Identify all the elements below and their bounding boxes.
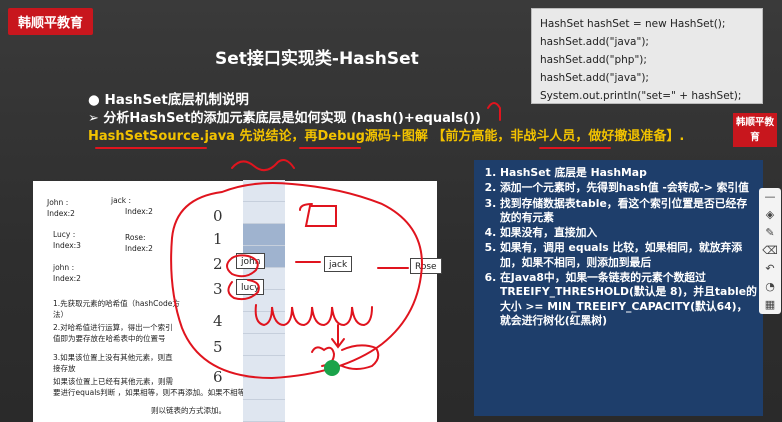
paper-text: jack : (111, 196, 132, 205)
table-slot (243, 312, 285, 334)
pen-icon[interactable]: ✎ (765, 226, 775, 239)
code-line: System.out.println("set=" + hashSet); (540, 90, 742, 102)
slide-title: Set接口实现类-HashSet (215, 49, 419, 69)
section-subheading: ➢ 分析HashSet的添加元素底层是如何实现 (hash()+equals()… (88, 111, 481, 126)
paper-text: 1.先获取元素的哈希值（hashCode方 (53, 299, 180, 308)
badge-text: 韩顺平教育 (735, 117, 774, 143)
highlight-note: HashSetSource.java 先说结论，再Debug源码+图解 【前方高… (88, 129, 685, 144)
section-heading: ● HashSet底层机制说明 (88, 92, 249, 108)
table-index: 0 (213, 207, 223, 225)
table-index: 3 (213, 280, 223, 298)
summary-item: 如果没有，直接加入 (500, 226, 757, 240)
paper-text: john : (53, 263, 75, 272)
code-line: HashSet hashSet = new HashSet(); (540, 18, 726, 30)
code-line: hashSet.add("java"); (540, 72, 649, 84)
minimize-icon[interactable]: — (764, 190, 776, 203)
code-line: hashSet.add("php"); (540, 54, 647, 66)
table-slot (243, 224, 285, 246)
table-slot (243, 202, 285, 224)
table-slot (243, 334, 285, 356)
layers-icon[interactable]: ◈ (765, 208, 775, 221)
undo-icon[interactable]: ↶ (765, 262, 775, 275)
paper-text: Index:3 (53, 241, 81, 250)
paper-text: 接存放 (53, 364, 76, 373)
badge-logo: 韩顺平教育 (733, 113, 777, 147)
paper-text: Index:2 (53, 274, 81, 283)
summary-item: 添加一个元素时，先得到hash值 -会转成-> 索引值 (500, 181, 757, 195)
summary-item: 找到存储数据表table，看这个索引位置是否已经存放的有元素 (500, 197, 757, 226)
table-index: 1 (213, 230, 223, 248)
paper-text: Index:2 (125, 207, 153, 216)
paper-text: Rose: (125, 233, 146, 242)
table-slot (243, 290, 285, 312)
table-index: 5 (213, 338, 223, 356)
paper-text: 3.如果该位置上没有其他元素，则直 (53, 353, 173, 362)
summary-item: HashSet 底层是 HashMap (500, 166, 757, 180)
table-slot (243, 378, 285, 400)
paper-text: 要进行equals判断 ，如果相等，则不再添加。如果不相等， (53, 388, 253, 397)
eraser-icon[interactable]: ⌫ (762, 244, 778, 257)
code-line: hashSet.add("java"); (540, 36, 649, 48)
paper-text: 法） (53, 310, 68, 319)
explanation-image: John : Index:2 jack : Index:2 Lucy : Ind… (33, 181, 437, 422)
summary-item: 如果有，调用 equals 比较，如果相同，就放弃添加，如果不相同，则添加到最后 (500, 241, 757, 270)
paper-text: John : (47, 198, 69, 207)
paper-text: 则以链表的方式添加。 (151, 406, 226, 415)
paper-text: 如果该位置上已经有其他元素，则需 (53, 377, 173, 386)
paper-text: Lucy : (53, 230, 76, 239)
node-jack: jack (324, 256, 353, 272)
table-slot (243, 180, 285, 202)
summary-item: 在Java8中，如果一条链表的元素个数超过 TREEIFY_THRESHOLD(… (500, 271, 757, 328)
node-rose: Rose (410, 258, 442, 274)
code-snippet: HashSet hashSet = new HashSet(); hashSet… (531, 8, 763, 104)
table-index: 6 (213, 368, 223, 386)
pointer-dot (324, 360, 340, 376)
paper-text: 值即为要存放在哈希表中的位置号 (53, 334, 166, 343)
paper-text: 2.对哈希值进行运算，得出一个索引 (53, 323, 173, 332)
bulb-icon[interactable]: ◔ (765, 280, 775, 293)
summary-panel: HashSet 底层是 HashMap 添加一个元素时，先得到hash值 -会转… (474, 160, 763, 416)
hash-table (243, 180, 285, 422)
annotation-toolbar: — ◈ ✎ ⌫ ↶ ◔ ▦ (759, 188, 781, 314)
grid-icon[interactable]: ▦ (764, 298, 776, 311)
table-index: 4 (213, 312, 223, 330)
paper-text: Index:2 (125, 244, 153, 253)
paper-text: Index:2 (47, 209, 75, 218)
brand-logo: 韩顺平教育 (8, 8, 94, 35)
table-index: 2 (213, 255, 223, 273)
